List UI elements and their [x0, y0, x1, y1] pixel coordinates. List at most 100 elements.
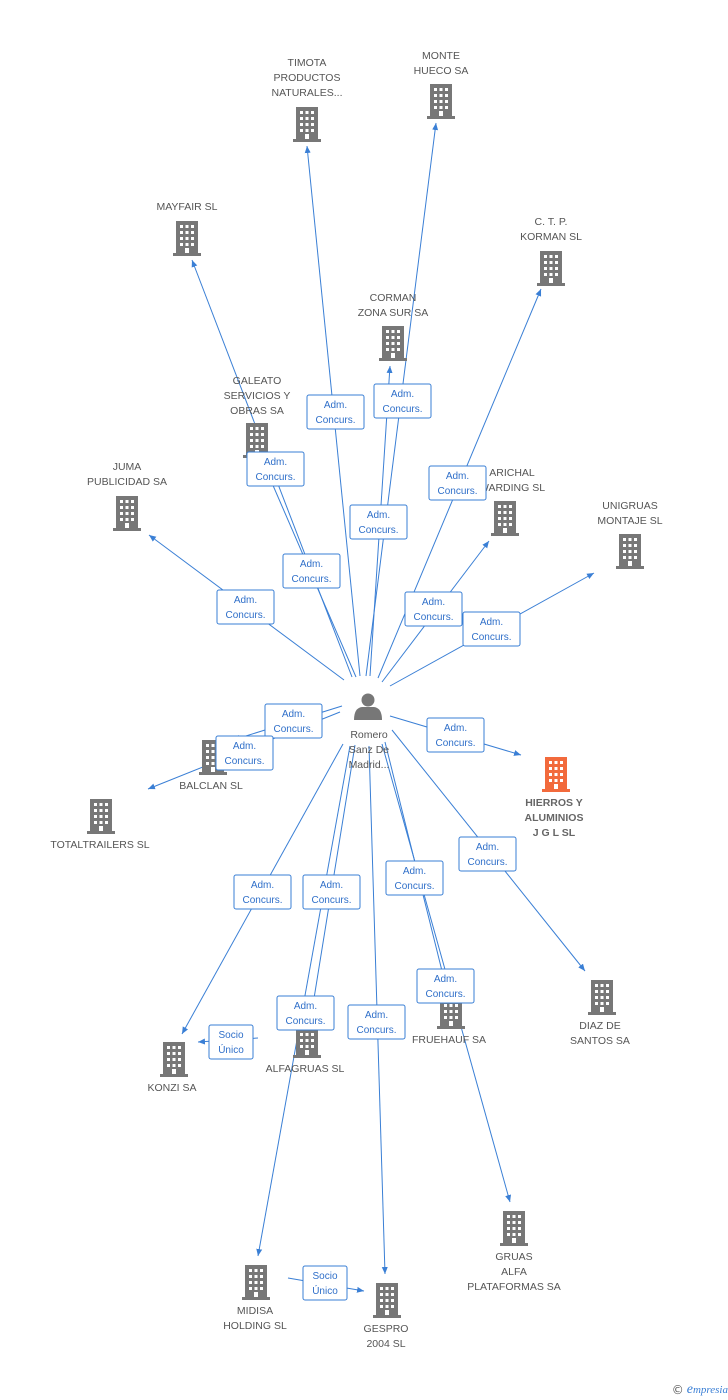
- relation-label-adm-concurs[interactable]: Adm. Concurs.: [347, 1004, 406, 1040]
- relation-label-adm-concurs[interactable]: Adm.Concurs.: [306, 394, 365, 430]
- company-label-line: KORMAN SL: [520, 231, 582, 243]
- company-node-ctp[interactable]: C. T. P.KORMAN SL: [520, 216, 582, 286]
- company-label-line: J G L SL: [533, 827, 576, 839]
- relation-label-text: Adm.: [403, 866, 426, 877]
- person-label-line: Sanz De: [349, 744, 389, 756]
- building-icon: [293, 107, 321, 142]
- relation-label-adm-concurs[interactable]: Adm. Concurs.: [462, 611, 521, 647]
- relation-label-adm-concurs[interactable]: Adm.Concurs.: [215, 735, 274, 771]
- company-label-line: KONZI SA: [147, 1082, 196, 1094]
- company-label-line: ZONA SUR SA: [358, 307, 429, 319]
- relation-label-text: Único: [312, 1284, 338, 1297]
- company-label-line: OBRAS SA: [230, 405, 284, 417]
- company-node-corman[interactable]: CORMAN ZONA SUR SA: [358, 292, 429, 361]
- relation-labels-layer: Adm. Concurs. Adm. Concurs. Adm. Concurs. Adm.…: [208, 383, 521, 1301]
- company-node-alfagruas[interactable]: ALFAGRUAS SL: [266, 1023, 345, 1075]
- relation-label-text: Adm.: [476, 842, 499, 853]
- relation-label-text: Concurs.: [382, 404, 422, 415]
- company-node-balclan[interactable]: BALCLAN SL: [179, 740, 243, 792]
- building-icon: [379, 326, 407, 361]
- copyright-icon: ©: [671, 1383, 684, 1397]
- relation-label-text: Concurs.: [394, 881, 434, 892]
- relation-label-adm-concurs[interactable]: Adm. Concurs.: [385, 860, 444, 896]
- company-label-line: GALEATO: [233, 375, 282, 387]
- relation-label-text: Concurs.: [291, 574, 331, 585]
- building-icon: [616, 534, 644, 569]
- relation-label-text: Adm.: [294, 1001, 317, 1012]
- building-icon: [160, 1042, 188, 1077]
- relation-label-text: Adm.: [422, 597, 445, 608]
- relation-label-adm-concurs[interactable]: Adm.Concurs.: [458, 836, 517, 872]
- company-label-line: NATURALES...: [272, 87, 343, 99]
- relation-label-text: Adm.: [234, 595, 257, 606]
- relation-label-text: Adm.: [446, 471, 469, 482]
- relation-label-adm-concurs[interactable]: Adm. Concurs.: [404, 591, 463, 627]
- company-node-mayfair[interactable]: MAYFAIR SL: [156, 201, 218, 256]
- brand-name: mpresia: [692, 1384, 728, 1396]
- relation-label-adm-concurs[interactable]: Adm.Concurs.: [264, 703, 323, 739]
- company-node-midisa[interactable]: MIDISA HOLDING SL: [223, 1265, 287, 1332]
- relation-label-text: Adm.: [391, 389, 414, 400]
- building-icon: [537, 251, 565, 286]
- company-node-fruehauf[interactable]: FRUEHAUF SA: [412, 994, 486, 1046]
- relation-label-text: Concurs.: [356, 1025, 396, 1036]
- company-label-line: PRODUCTOS: [274, 72, 341, 84]
- relation-label-text: Concurs.: [413, 612, 453, 623]
- building-icon: [373, 1283, 401, 1318]
- relation-label-adm-concurs[interactable]: Adm.Concurs.: [302, 874, 361, 910]
- relation-label-adm-concurs[interactable]: Adm.Concurs.: [233, 874, 292, 910]
- company-label-line: MIDISA: [237, 1305, 273, 1317]
- relation-label-adm-concurs[interactable]: Adm.Concurs.: [416, 968, 475, 1004]
- relation-label-text: Adm.: [434, 974, 457, 985]
- person-label-line: Romero: [350, 729, 388, 741]
- company-label-line: UNIGRUAS: [602, 500, 657, 512]
- company-label-line: PUBLICIDAD SA: [87, 476, 167, 488]
- relation-label-adm-concurs[interactable]: Adm.Concurs.: [246, 451, 305, 487]
- company-label-line: CORMAN: [370, 292, 417, 304]
- relation-label-adm-concurs[interactable]: Adm.Concurs.: [428, 465, 487, 501]
- relation-label-text: Concurs.: [471, 632, 511, 643]
- relation-label-text: Adm.: [480, 617, 503, 628]
- building-icon: [173, 221, 201, 256]
- building-icon: [242, 1265, 270, 1300]
- relation-label-text: Socio: [312, 1271, 337, 1282]
- company-label-line: HOLDING SL: [223, 1320, 287, 1332]
- company-node-totaltrailers[interactable]: TOTALTRAILERS SL: [50, 799, 150, 851]
- relation-label-adm-concurs[interactable]: Adm.Concurs.: [426, 717, 485, 753]
- building-icon: [113, 496, 141, 531]
- relation-label-text: Adm.: [367, 510, 390, 521]
- company-label-line: TOTALTRAILERS SL: [50, 839, 149, 851]
- company-node-konzi[interactable]: KONZI SA: [147, 1042, 197, 1094]
- company-label-line: WARDING SL: [479, 482, 545, 494]
- relation-label-text: Concurs.: [435, 738, 475, 749]
- relation-label-text: Adm.: [365, 1010, 388, 1021]
- building-icon: [500, 1211, 528, 1246]
- company-label-line: ALFA: [501, 1266, 527, 1278]
- relation-label-adm-concurs[interactable]: Adm. Concurs.: [282, 553, 341, 589]
- relation-label-text: Concurs.: [285, 1016, 325, 1027]
- relation-label-text: Adm.: [282, 709, 305, 720]
- company-label-line: PLATAFORMAS SA: [467, 1281, 561, 1293]
- person-label-line: Madrid...: [349, 759, 390, 771]
- relation-label-adm-concurs[interactable]: Adm.Concurs.: [216, 589, 275, 625]
- relation-label-adm-concurs[interactable]: Adm. Concurs.: [276, 995, 335, 1031]
- company-node-timota[interactable]: TIMOTAPRODUCTOSNATURALES...: [272, 57, 343, 142]
- company-label-line: MONTE: [422, 50, 460, 62]
- relation-label-text: Concurs.: [315, 415, 355, 426]
- relation-label-adm-concurs[interactable]: Adm.Concurs.: [349, 504, 408, 540]
- relation-label-adm-concurs[interactable]: Adm. Concurs.: [373, 383, 432, 419]
- relation-label-text: Adm.: [300, 559, 323, 570]
